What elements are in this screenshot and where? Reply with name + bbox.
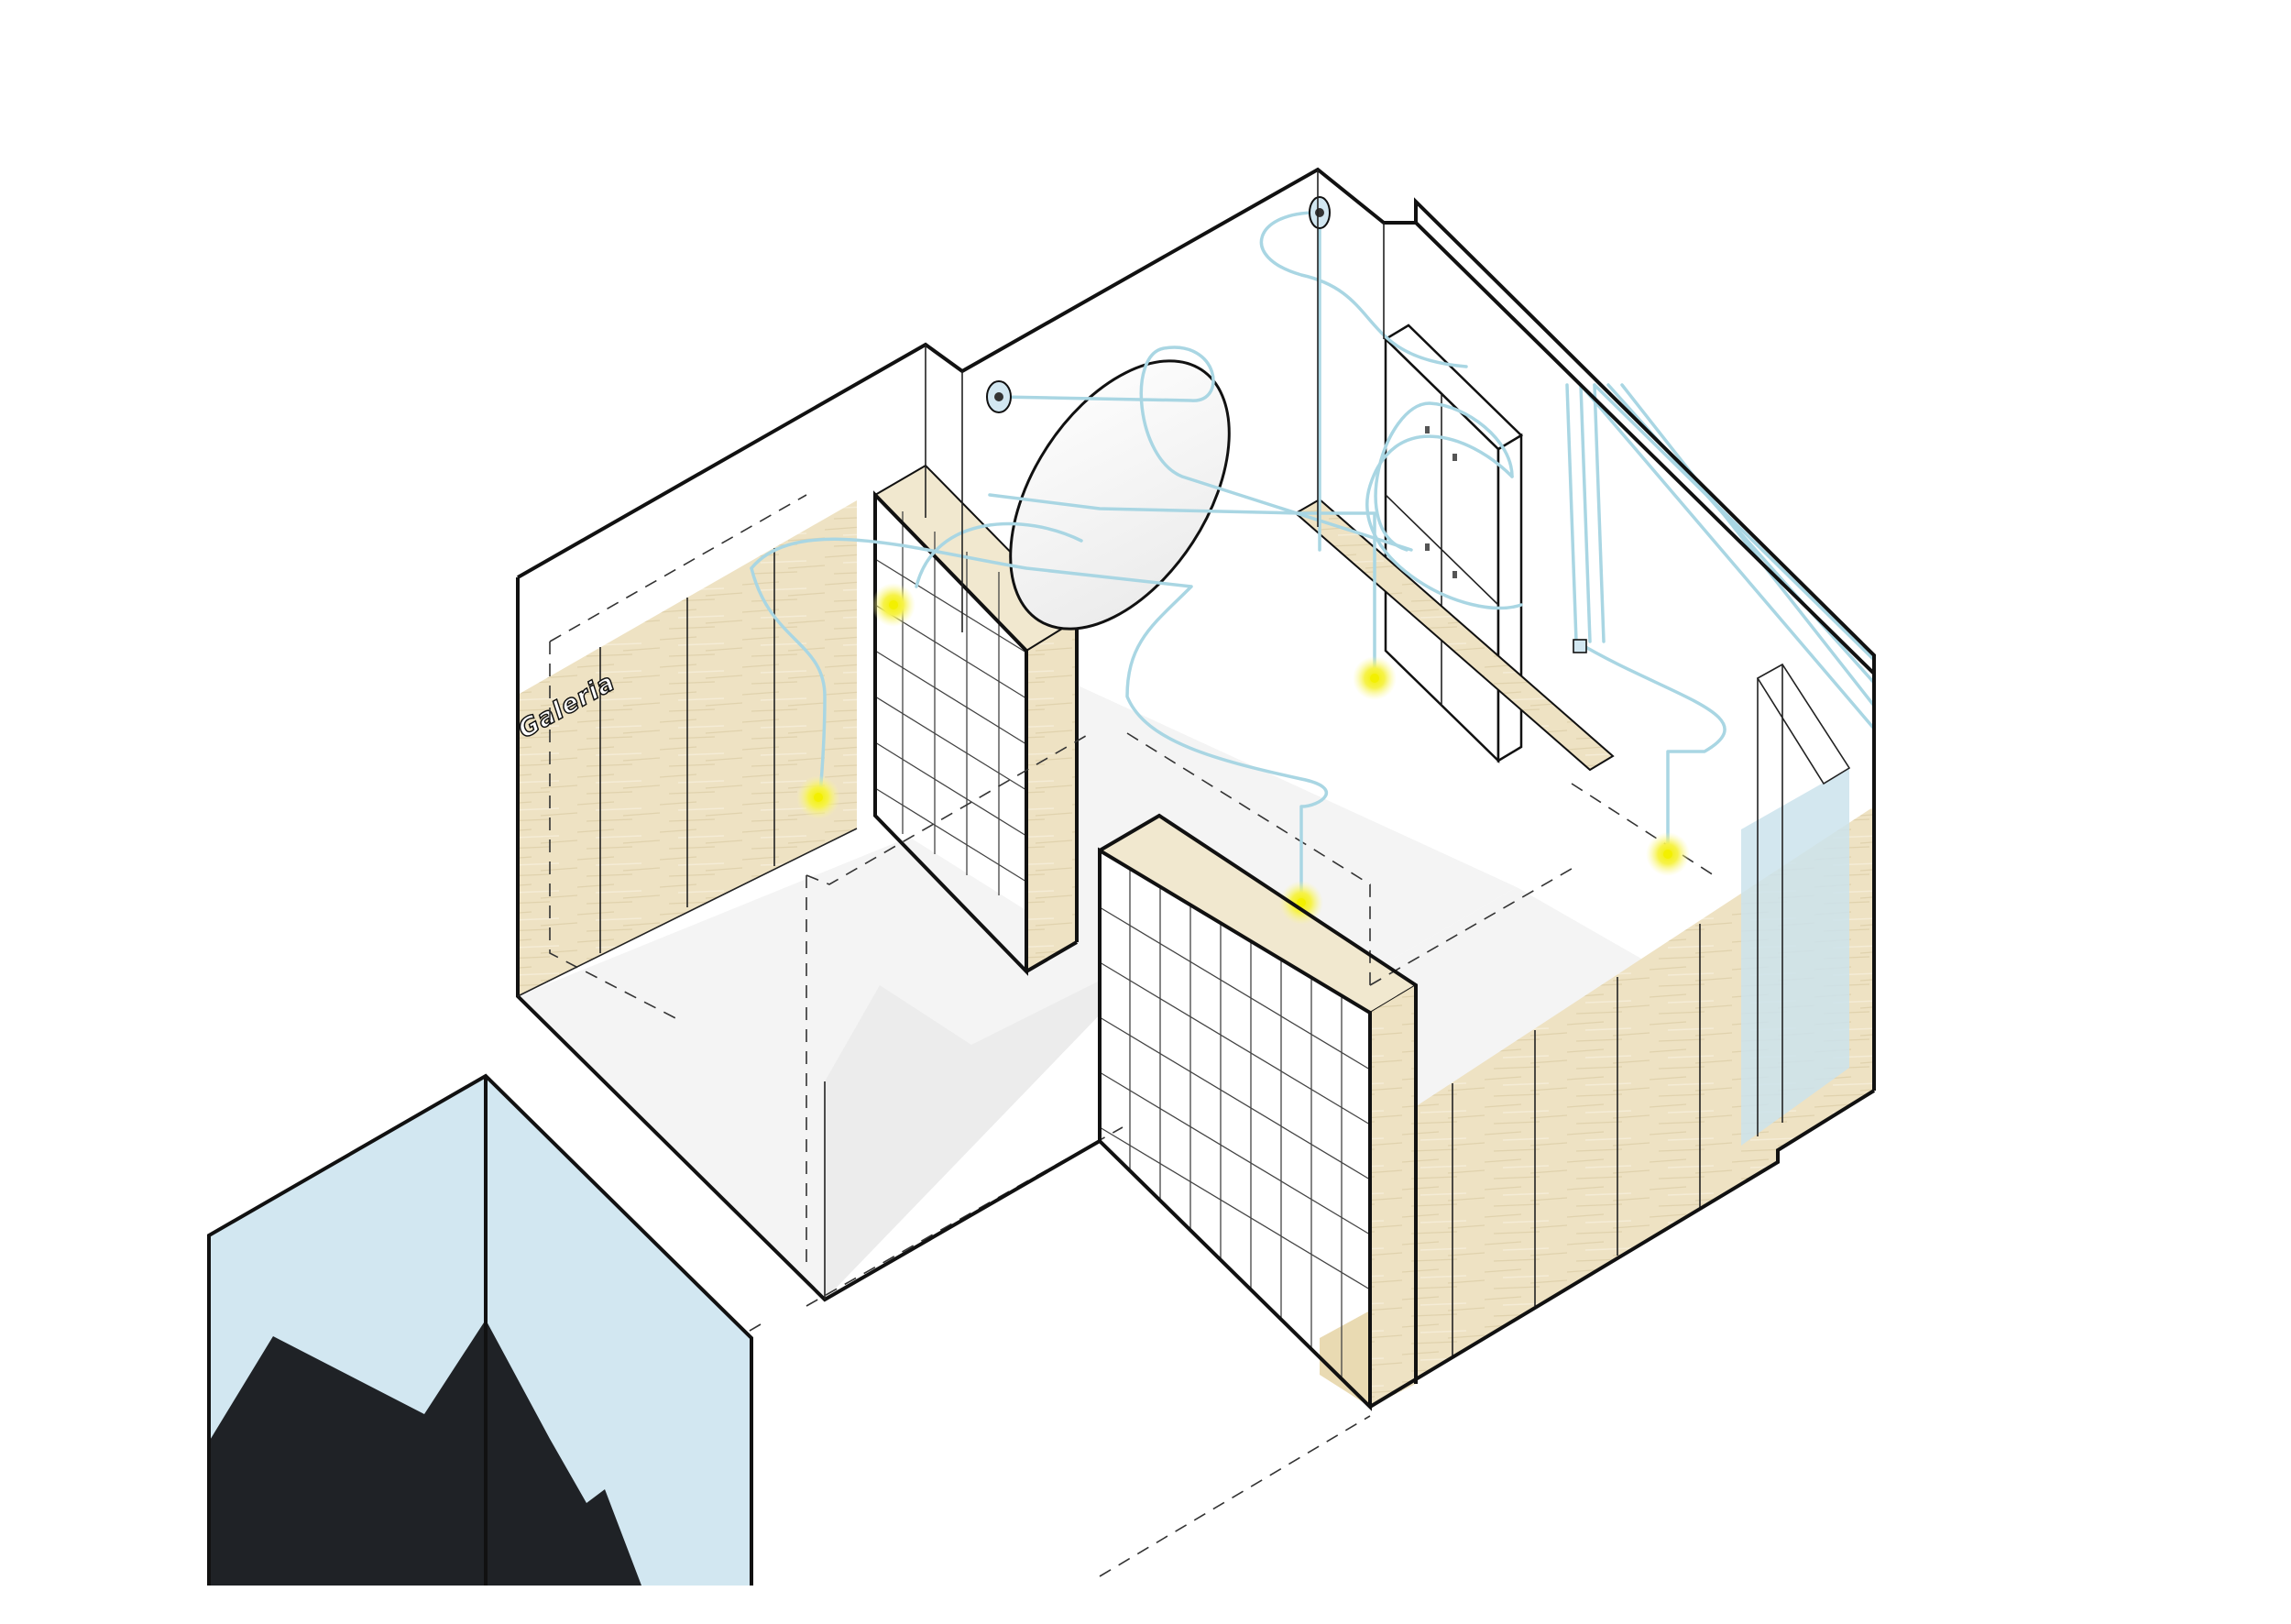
wiring bbox=[750, 211, 1876, 900]
wall-lamp-icon bbox=[986, 380, 1012, 413]
mountain-silhouette bbox=[209, 1320, 641, 1586]
light-points bbox=[796, 583, 1690, 925]
oval-mirror bbox=[1009, 359, 1231, 631]
wall-socket-icon bbox=[1573, 639, 1587, 653]
light-point-icon bbox=[1279, 881, 1323, 925]
wall-lamp-icon bbox=[1309, 196, 1331, 229]
light-point-icon bbox=[1646, 832, 1690, 876]
light-point-icon bbox=[796, 775, 840, 819]
hidden-lines bbox=[549, 494, 1715, 1577]
floor-shadow bbox=[825, 981, 1104, 1300]
front-shelving-unit bbox=[1098, 814, 1418, 1411]
room-outline bbox=[516, 167, 1876, 1409]
light-point-icon bbox=[1353, 656, 1397, 700]
light-point-icon bbox=[871, 583, 915, 627]
glass-door bbox=[1741, 663, 1851, 1146]
mountain-window bbox=[207, 1073, 753, 1586]
